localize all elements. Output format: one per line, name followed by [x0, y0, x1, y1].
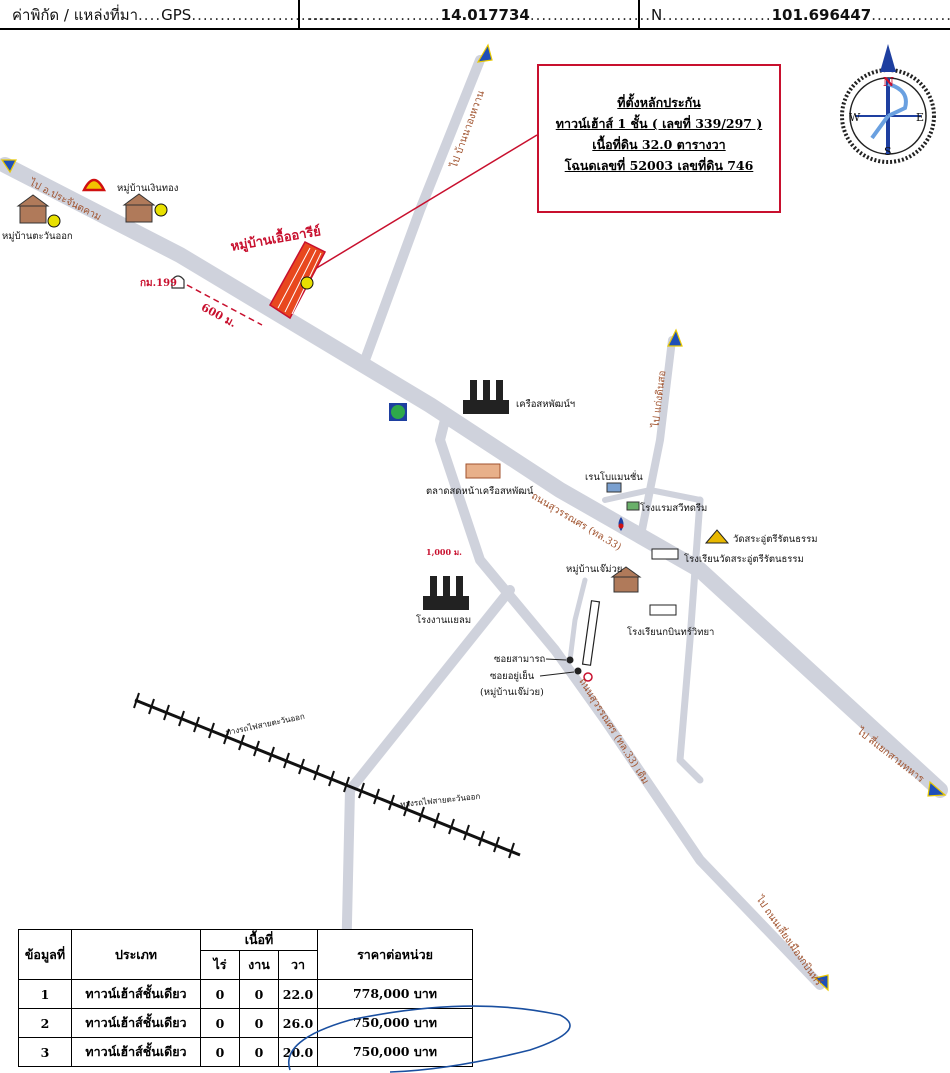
arrow-north-icon [476, 43, 493, 63]
village-east-label: หมู่บ้านตะวันออก [2, 231, 73, 242]
road-south-branch [435, 415, 825, 990]
gps-header: ค่าพิกัด / แหล่งที่มา....GPS............… [0, 0, 950, 30]
subject-site [269, 241, 327, 320]
building-icon [606, 482, 622, 493]
divider [298, 0, 300, 28]
latitude-suffix: N [651, 6, 663, 24]
road-north [360, 55, 485, 365]
road-local-east [676, 496, 704, 784]
header-area: เนื้อที่ [200, 929, 318, 951]
road-soi [567, 577, 588, 663]
compass-e: E [916, 111, 924, 124]
compass-rose-icon [840, 44, 936, 164]
compass-w: W [849, 111, 861, 124]
arrow-kaeng-icon [667, 328, 683, 347]
longitude-value: 101.696447 [771, 6, 872, 24]
school-temple-label: โรงเรียนวัดสระอู่ตรีรัตนธรรม [684, 554, 804, 565]
house-icon [16, 194, 50, 224]
callout-leader [309, 134, 538, 273]
header-type: ประเภท [71, 929, 201, 980]
compass-n: N [883, 75, 894, 89]
soi-yuyen-point [574, 667, 582, 675]
compass-s: S [884, 145, 892, 158]
marker-icon [583, 672, 593, 682]
km-post-icon [171, 275, 185, 289]
gas-station-icon [618, 517, 624, 531]
arrow-south-icon [813, 974, 829, 992]
village-jaeuam-label: หมู่บ้านเจ๊ม่วย [566, 564, 623, 575]
market-label: ตลาดสดหน้าเครือสหพัฒน์ [426, 486, 534, 497]
header-rai: ไร่ [200, 950, 240, 980]
distance-1000-label: 1,000 ม. [426, 547, 462, 557]
gps-label: ค่าพิกัด / แหล่งที่มา [12, 6, 139, 24]
factory-icon [463, 380, 509, 414]
hotel-icon [626, 501, 640, 511]
school-icon [649, 604, 677, 616]
table-row: 3 ทาวน์เฮ้าส์ชั้นเดียว 0 0 20.0 750,000 … [18, 1037, 473, 1067]
factory-sahapat-label: เครือสหพัฒน์ฯ [516, 399, 576, 410]
temple-icon [704, 529, 730, 544]
header-wa: วา [278, 950, 318, 980]
shell-station-icon [81, 178, 107, 192]
callout-title: ที่ตั้งหลักประกัน [617, 95, 701, 110]
road-southwest [340, 585, 515, 1015]
house-icon [122, 193, 156, 223]
house-icon [610, 566, 642, 593]
factory-icon [423, 576, 469, 610]
latitude-value: 14.017734 [440, 6, 530, 24]
logo-icon [389, 403, 407, 421]
soi-samakhom-point [566, 656, 574, 664]
arrow-northwest-icon [0, 159, 17, 174]
renovo-label: เรนโบแมนชั่น [585, 472, 643, 483]
hotel-label: โรงแรมสวีทดรีม [640, 503, 708, 514]
school-kabin-label: โรงเรียนกบินทร์วิทยา [627, 627, 715, 638]
callout-type: ทาวน์เฮ้าส์ 1 ชั้น ( เลขที่ 339/297 ) [555, 116, 763, 131]
divider [638, 0, 640, 28]
arrow-east-icon [927, 780, 947, 797]
header-ngan: งาน [239, 950, 279, 980]
road-rd33 [0, 157, 948, 798]
soi-yuyen-sub-label: (หมู่บ้านเจ๊ม่วย) [480, 687, 544, 698]
gps-source: GPS [161, 6, 192, 24]
callout-area: เนื้อที่ดิน 32.0 ตารางวา [592, 137, 726, 152]
callout-deed: โฉนดเลขที่ 52003 เลขที่ดิน 746 [564, 158, 754, 173]
header-no: ข้อมูลที่ [18, 929, 72, 980]
km-label: กม.199 [140, 278, 178, 289]
collateral-callout: ที่ตั้งหลักประกัน ทาวน์เฮ้าส์ 1 ชั้น ( เ… [537, 64, 781, 213]
temple-label: วัดสระอู่ตรีรัตนธรรม [733, 534, 818, 545]
marker-2-icon [47, 214, 61, 228]
distance-600-line [186, 284, 263, 326]
railway [133, 692, 521, 859]
soi-yuyen-label: ซอยอยู่เย็น [490, 671, 535, 682]
signature-scribble [288, 1005, 571, 1073]
marker-1-icon [300, 276, 314, 290]
market-icon [465, 463, 501, 479]
soi-samakhom-label: ซอยสามารถ [494, 654, 546, 665]
factory-yellow-label: โรงงานแยลม [416, 615, 472, 626]
header-price: ราคาต่อหน่วย [317, 929, 473, 980]
school-icon [651, 548, 679, 560]
comparison-table: ข้อมูลที่ ประเภท เนื้อที่ ราคาต่อหน่วย ไ… [18, 929, 473, 1067]
road-local-hotel [602, 487, 703, 503]
village-ngoenthong-label: หมู่บ้านเงินทอง [117, 183, 179, 194]
soi-bar [581, 600, 601, 666]
location-map: N S E W [0, 43, 948, 1015]
marker-3-icon [154, 203, 168, 217]
road-kaeng [636, 336, 676, 544]
